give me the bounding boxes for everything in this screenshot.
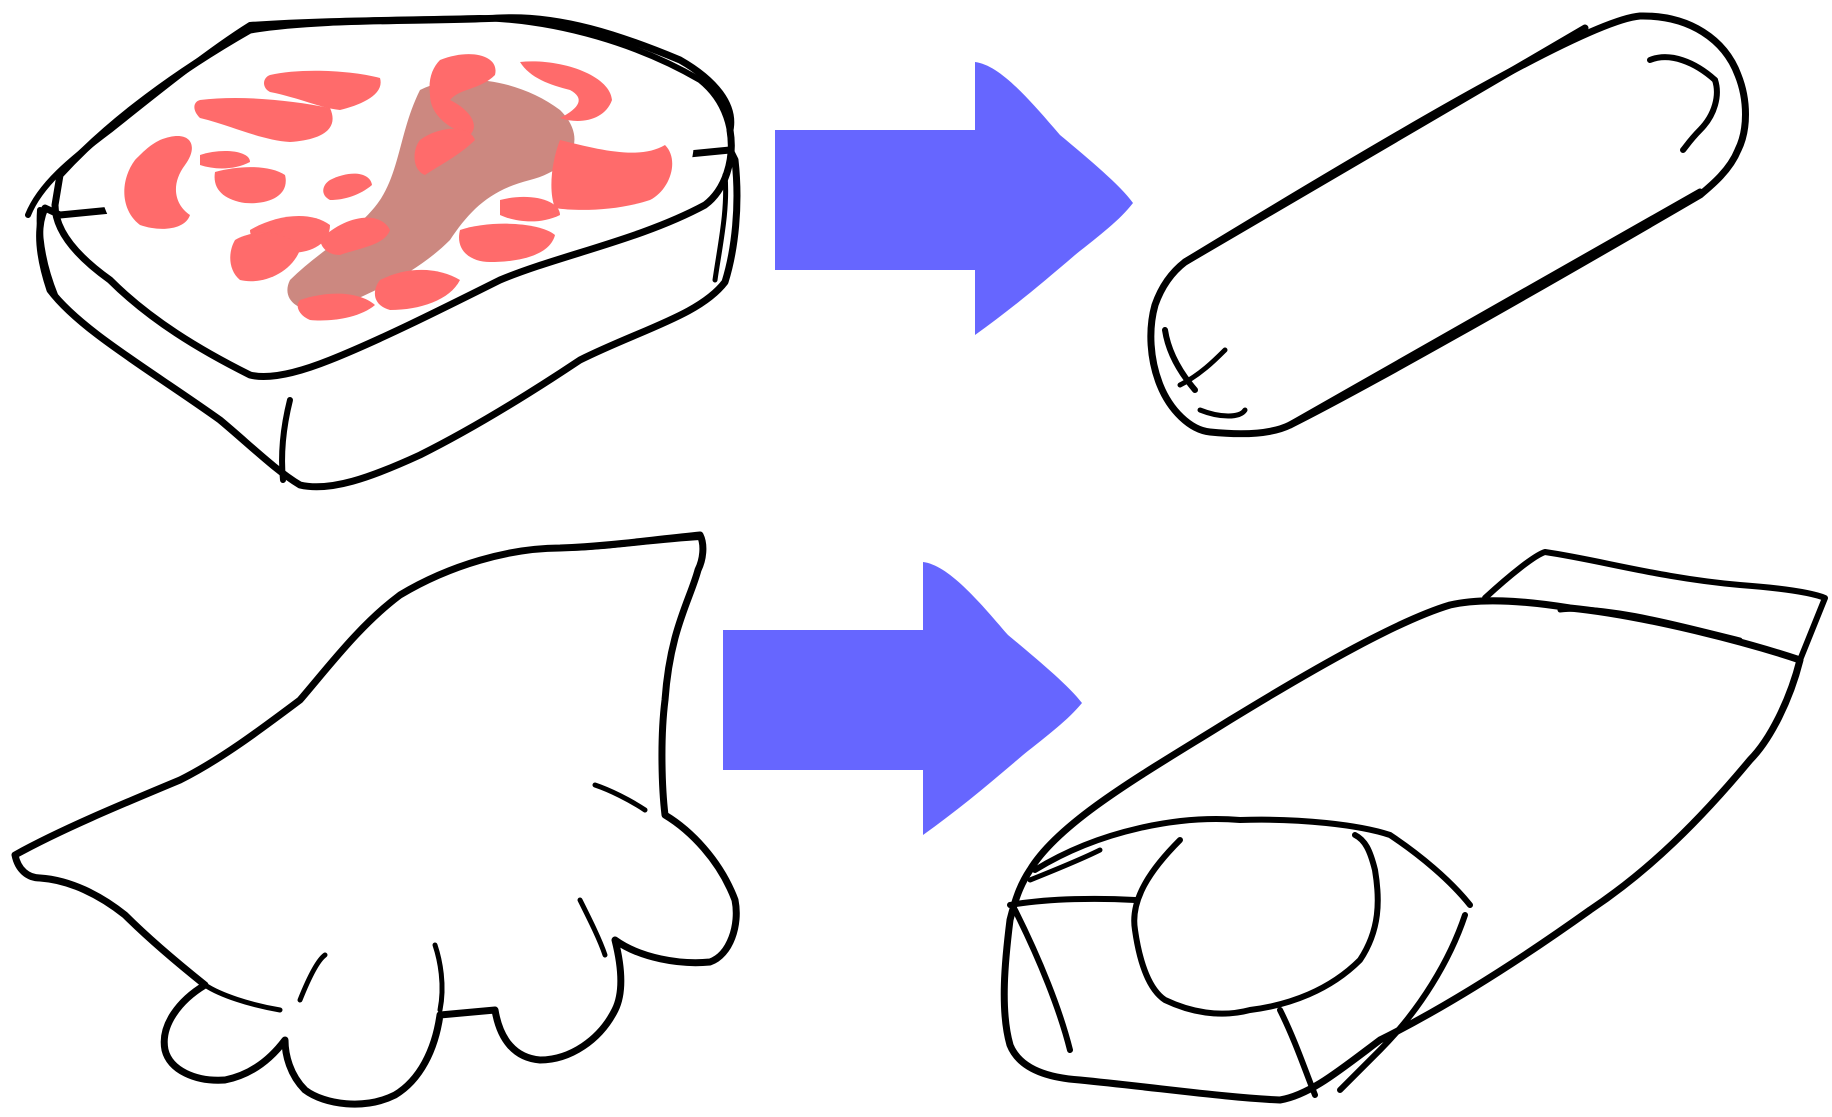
- bottom-arrow-icon: [723, 562, 1082, 835]
- meat-slab-icon: [28, 18, 737, 487]
- sausage-icon: [1151, 16, 1746, 434]
- top-arrow-icon: [775, 62, 1133, 335]
- wrapped-package-icon: [1004, 552, 1825, 1100]
- glove-icon: [15, 535, 736, 1104]
